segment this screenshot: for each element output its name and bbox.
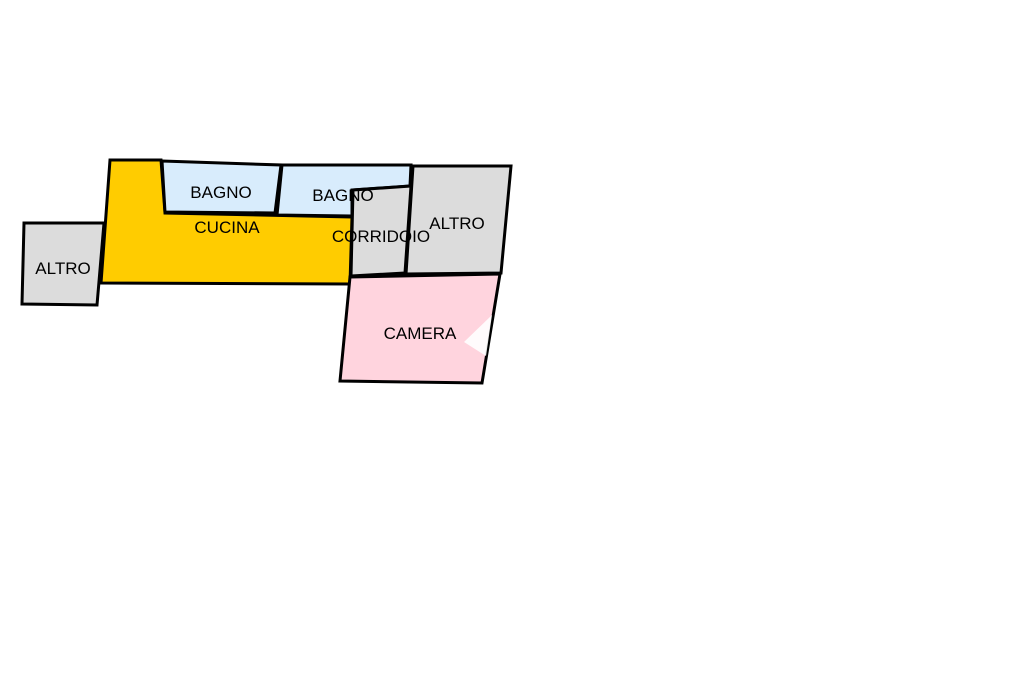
room-camera[interactable] bbox=[338, 272, 502, 385]
label-bagno-2: BAGNO bbox=[312, 186, 373, 205]
label-cucina: CUCINA bbox=[194, 218, 260, 237]
label-camera: CAMERA bbox=[384, 324, 457, 343]
room-altro-left[interactable] bbox=[20, 221, 106, 307]
label-altro-left: ALTRO bbox=[35, 259, 90, 278]
label-bagno-1: BAGNO bbox=[190, 183, 251, 202]
camera-notch-marker bbox=[464, 315, 492, 356]
label-corridoio: CORRIDOIO bbox=[332, 227, 430, 246]
room-bagno-1[interactable] bbox=[160, 159, 283, 215]
label-altro-right: ALTRO bbox=[429, 214, 484, 233]
